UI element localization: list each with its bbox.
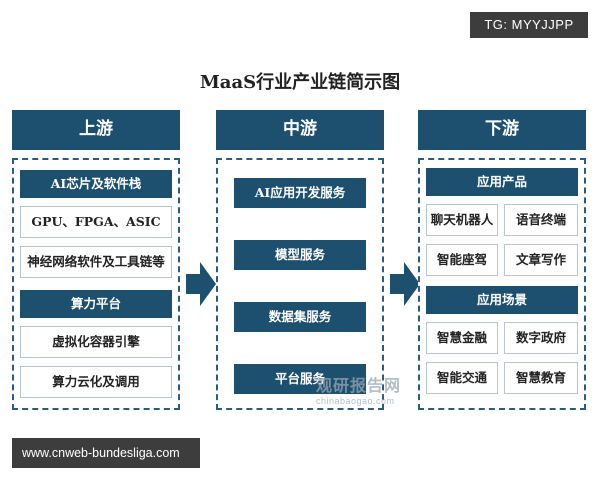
midstream-item: 数据集服务	[234, 302, 366, 332]
downstream-item: 智能座驾	[426, 244, 498, 276]
midstream-item: 模型服务	[234, 240, 366, 270]
upstream-item: GPU、FPGA、ASIC	[20, 206, 172, 238]
midstream-item: 平台服务	[234, 364, 366, 394]
downstream-group2-title: 应用场景	[426, 286, 578, 314]
midstream-item: AI应用开发服务	[234, 178, 366, 208]
right-arrow-icon	[390, 262, 420, 306]
watermark-text: 观研报告网	[316, 378, 402, 395]
upstream-header: 上游	[12, 110, 180, 150]
downstream-item: 智慧教育	[504, 362, 578, 394]
diagram-title: MaaS行业产业链简示图	[199, 72, 401, 93]
upstream-item: 神经网络软件及工具链等	[20, 246, 172, 278]
midstream-header: 中游	[216, 110, 384, 150]
downstream-item: 智慧金融	[426, 322, 498, 354]
watermark: 观研报告网 chinabaogao.com	[316, 372, 426, 412]
upstream-group1-title: AI芯片及软件栈	[20, 170, 172, 198]
upstream-item: 算力云化及调用	[20, 366, 172, 398]
footer-url: www.cnweb-bundesliga.com	[12, 438, 200, 468]
downstream-item: 语音终端	[504, 204, 578, 236]
watermark-url: chinabaogao.com	[316, 396, 395, 406]
downstream-item: 聊天机器人	[426, 204, 498, 236]
upstream-item: 虚拟化容器引擎	[20, 326, 172, 358]
downstream-item: 智能交通	[426, 362, 498, 394]
downstream-group1-title: 应用产品	[426, 168, 578, 196]
downstream-item: 文章写作	[504, 244, 578, 276]
downstream-item: 数字政府	[504, 322, 578, 354]
tg-tag: TG: MYYJJPP	[470, 12, 588, 38]
downstream-header: 下游	[418, 110, 586, 150]
upstream-group2-title: 算力平台	[20, 290, 172, 318]
right-arrow-icon	[186, 262, 216, 306]
